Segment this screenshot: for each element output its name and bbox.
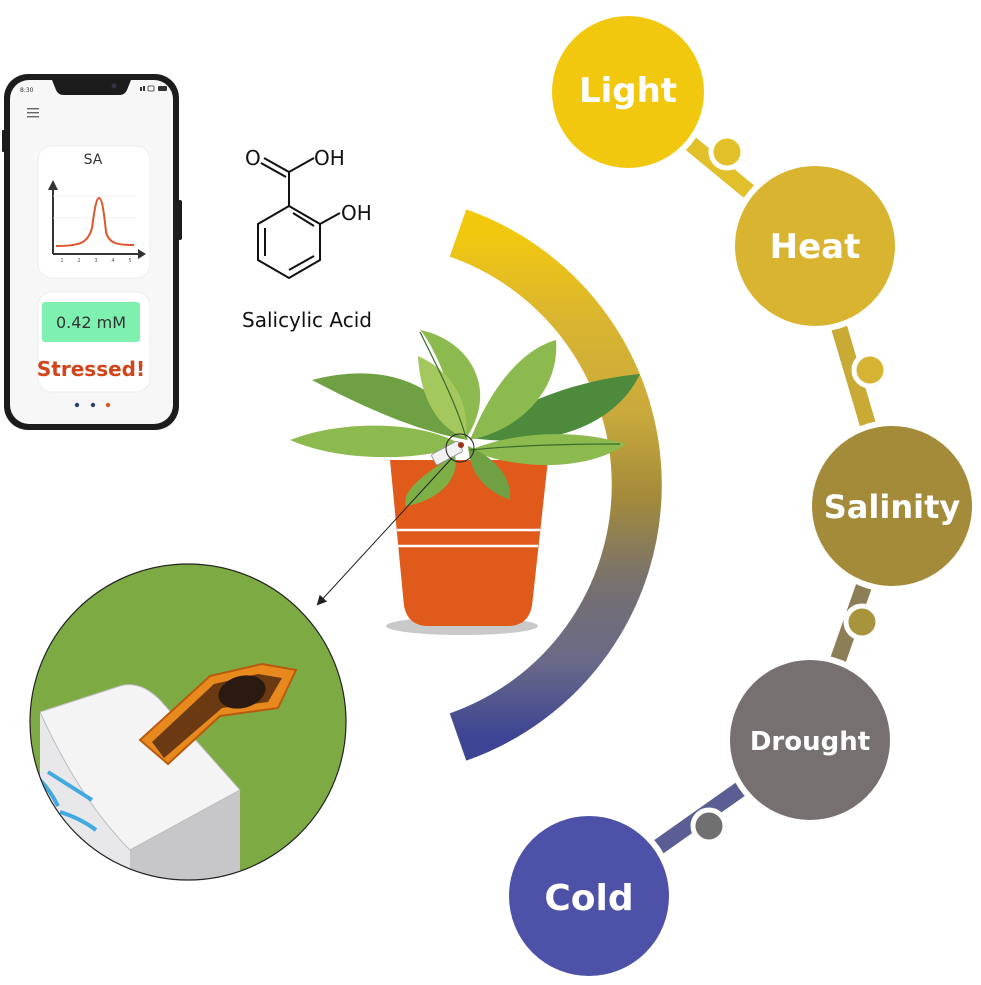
y-axis-arrow — [48, 180, 58, 190]
stress-gradient-arc — [449, 209, 662, 761]
stressed-status: Stressed! — [37, 357, 145, 381]
sensor-patch-edge — [130, 790, 240, 880]
chain-link-dot — [690, 807, 728, 845]
potted-plant — [290, 330, 640, 635]
stress-node-light: Light — [546, 10, 710, 174]
benzene-ring — [257, 204, 321, 280]
nfc-icon — [59, 810, 98, 832]
stress-node-cold: Cold — [503, 810, 675, 982]
x-tick-label: 1 — [60, 258, 63, 264]
reading-box — [42, 302, 140, 342]
phone-notch — [52, 80, 131, 95]
status-time: 8:30 — [20, 87, 34, 94]
x-axis-arrow — [138, 249, 146, 259]
hydroxyl-bond — [319, 212, 341, 225]
chain-link-dot — [708, 133, 746, 171]
status-icons — [140, 85, 167, 92]
salicylic-acid-structure — [257, 157, 341, 280]
camera-icon — [111, 83, 117, 89]
atom-oh-phenol: OH — [341, 201, 372, 225]
x-tick-label: 2 — [77, 258, 80, 264]
stress-circle-salinity — [808, 422, 976, 590]
pot — [390, 460, 548, 626]
atom-oh-carboxyl: OH — [314, 146, 345, 170]
x-tick-label: 3 — [94, 258, 97, 264]
zoom-source-circle — [445, 433, 475, 463]
sa-signal-curve — [55, 196, 135, 247]
chain-link-dot — [843, 603, 881, 641]
reading-value: 0.42 mM — [56, 313, 126, 332]
menu-icon[interactable] — [27, 108, 39, 118]
stress-chain: Light Heat Salinity Drought Cold — [503, 10, 978, 982]
x-tick-label: 4 — [111, 258, 114, 264]
x-tick-label: 5 — [128, 258, 131, 264]
stress-circle-drought — [726, 656, 894, 824]
phone-volume-button — [2, 130, 5, 152]
zoomed-sensor-view — [29, 563, 347, 881]
stress-circle-light — [548, 12, 708, 172]
stress-circle-cold — [505, 812, 673, 980]
smartphone: 8:30 SA 1 2 3 4 5 0.42 mM Stressed! — [2, 74, 182, 430]
stress-label-light: Light — [579, 71, 677, 111]
zoom-circle-border — [29, 563, 347, 881]
zoom-arrow — [316, 457, 453, 606]
nfc-icon — [46, 770, 94, 802]
molecule-name: Salicylic Acid — [242, 308, 372, 332]
stress-label-cold: Cold — [544, 878, 633, 919]
stress-node-salinity: Salinity — [806, 420, 978, 592]
atom-o: O — [245, 146, 261, 170]
phone-side-button — [178, 200, 182, 240]
stress-circle-heat — [731, 162, 899, 330]
x-tick-labels: 1 2 3 4 5 — [60, 258, 131, 264]
electrode-pad — [218, 675, 266, 709]
sensor-patch-top — [39, 684, 241, 851]
stress-label-heat: Heat — [770, 227, 861, 267]
chain-link-dot — [851, 351, 889, 389]
stress-node-drought: Drought — [724, 654, 896, 826]
chart-title: SA — [84, 152, 103, 168]
leaves — [290, 330, 640, 506]
stress-label-drought: Drought — [750, 727, 870, 757]
stress-node-heat: Heat — [729, 160, 901, 332]
page-indicator[interactable] — [74, 402, 111, 408]
stress-label-salinity: Salinity — [824, 488, 961, 526]
